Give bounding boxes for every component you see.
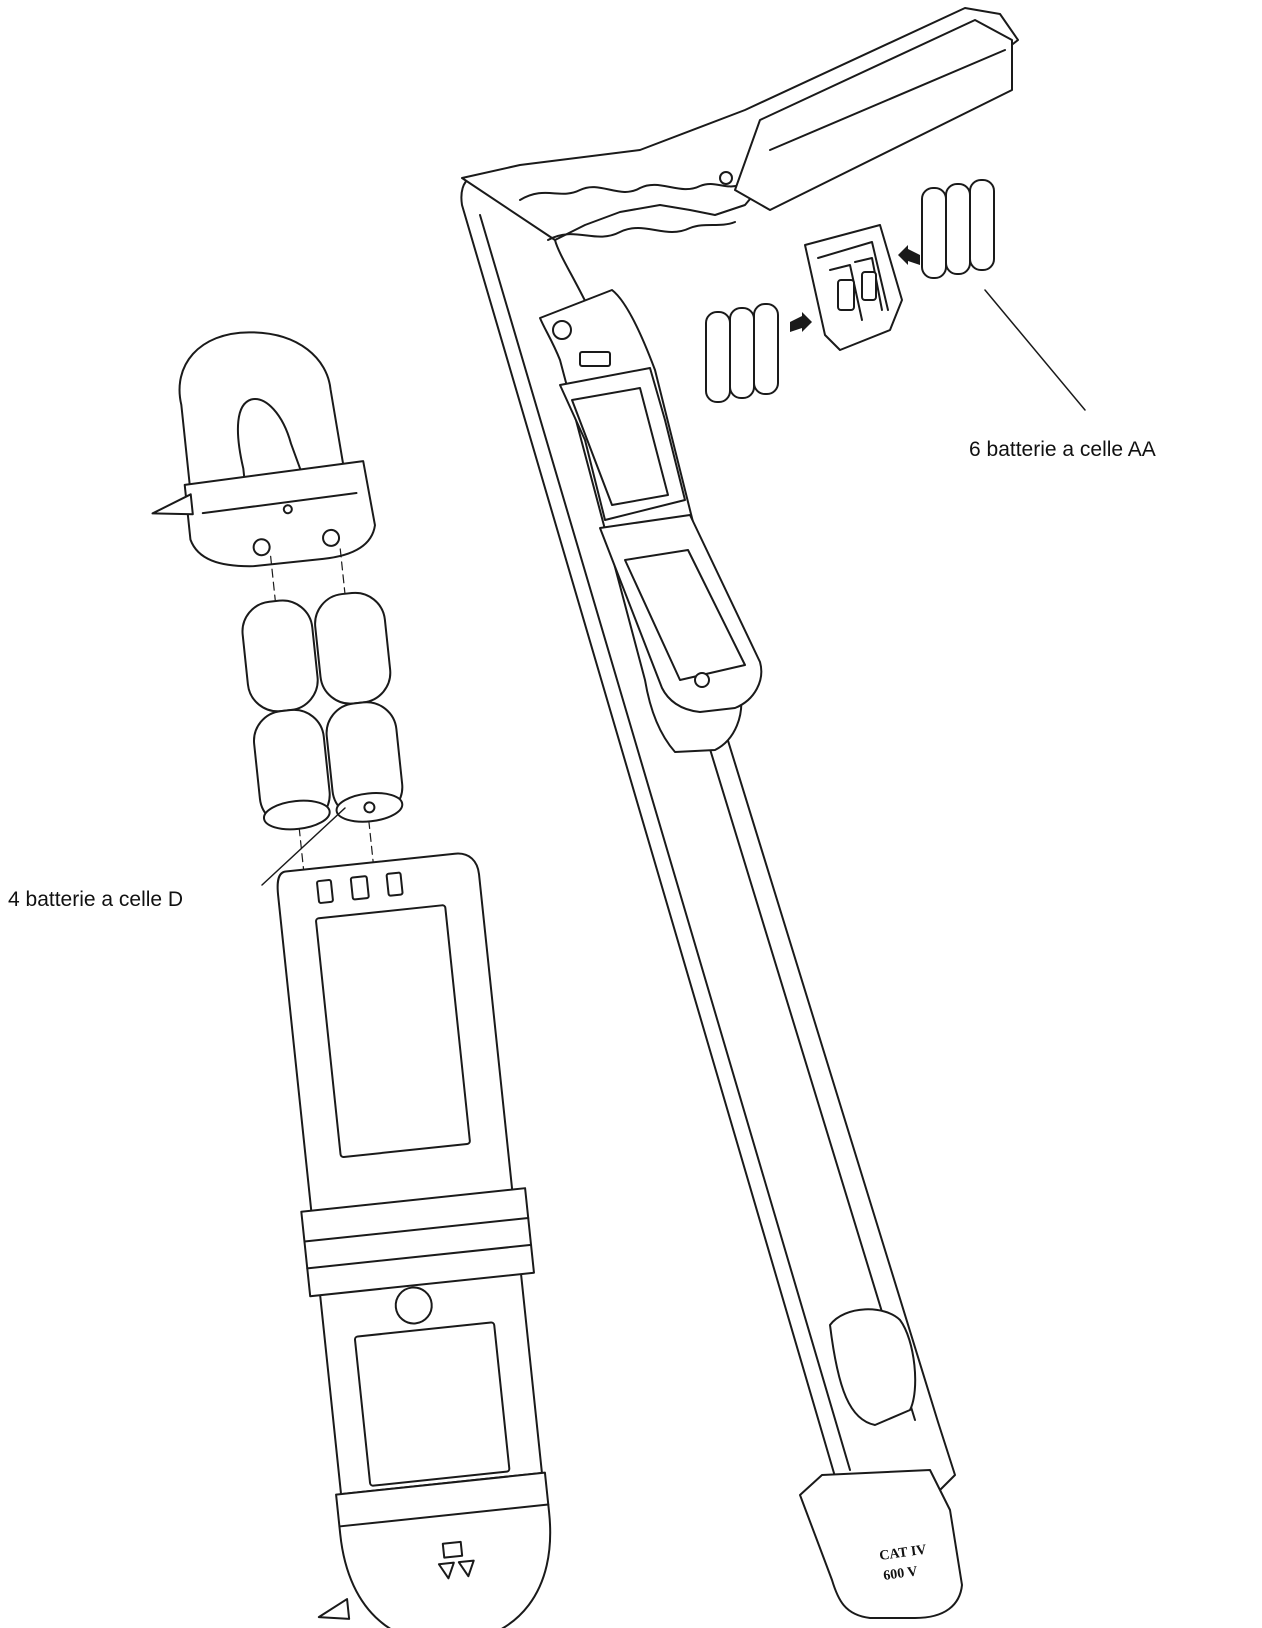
aa-leader-line xyxy=(984,289,1086,411)
receiver-unit: CAT IV 600 V xyxy=(460,7,1019,1619)
d-cell xyxy=(241,599,319,713)
arrow-down-icon xyxy=(457,1559,475,1578)
transmitter-body xyxy=(276,852,543,1496)
aa-cell xyxy=(945,183,971,275)
receiver-shaft-edge xyxy=(479,214,851,1471)
insert-arrow-icon xyxy=(790,312,812,332)
rating-voltage: 600 V xyxy=(882,1564,918,1584)
aa-cell xyxy=(729,307,755,399)
aa-cell xyxy=(969,179,995,271)
power-icon xyxy=(385,871,404,897)
receiver-bottom-pad xyxy=(829,1308,917,1426)
receiver-foot xyxy=(799,1469,963,1619)
home-icon xyxy=(349,875,370,901)
aa-cells-left xyxy=(705,303,779,403)
transmitter-cap xyxy=(151,331,376,568)
insert-arrow-icon xyxy=(898,245,920,265)
aa-cell xyxy=(705,311,731,403)
lanyard-tab xyxy=(151,493,194,516)
receiver-display-edge xyxy=(769,49,1006,151)
speaker-icon xyxy=(394,1286,433,1325)
cap-pin-icon xyxy=(282,504,293,515)
receiver-handle-grip xyxy=(519,183,741,201)
transmitter-nose xyxy=(317,1471,552,1628)
aa-cell xyxy=(921,187,947,279)
d-cells xyxy=(241,591,404,831)
aa-cell xyxy=(753,303,779,395)
receiver-battery-door xyxy=(599,514,763,713)
receiver-door-inner xyxy=(624,549,746,681)
d-leader-line xyxy=(261,807,346,886)
aa-cells-right xyxy=(921,179,995,279)
rating-category: CAT IV xyxy=(878,1543,927,1564)
receiver-display-head xyxy=(734,19,1013,211)
battery-icon xyxy=(316,879,334,904)
receiver-bay-latch xyxy=(579,351,611,367)
aa-battery-pack xyxy=(705,179,1086,411)
body-label-panel xyxy=(315,904,471,1158)
transmitter-unit xyxy=(151,331,552,1628)
lanyard-tab xyxy=(317,1598,351,1620)
receiver-bay-tray xyxy=(559,367,686,521)
receiver-bay-tray-inner xyxy=(571,387,669,506)
receiver-door-screw-icon xyxy=(694,672,710,688)
aa-battery-holder xyxy=(804,224,903,351)
aa-batteries-label: 6 batterie a celle AA xyxy=(969,438,1156,461)
arrow-down-icon xyxy=(437,1561,455,1580)
receiver-bay-screw-icon xyxy=(552,320,572,340)
d-cell xyxy=(314,591,392,705)
d-batteries-label: 4 batterie a celle D xyxy=(8,888,184,911)
lower-label-panel xyxy=(353,1321,511,1487)
receiver-handle-grip-inner xyxy=(547,221,736,241)
receiver-screw-icon xyxy=(719,171,733,185)
